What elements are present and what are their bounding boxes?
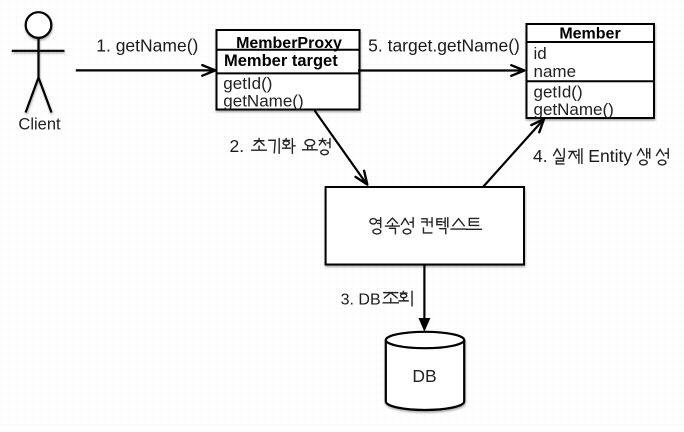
svg-text:3. DB: 3. DB [341, 292, 381, 309]
svg-text:Entity: Entity [588, 146, 632, 166]
svg-text:getId(): getId() [534, 82, 583, 101]
svg-text:5. target.getName(): 5. target.getName() [368, 35, 520, 55]
svg-text:Member: Member [559, 26, 620, 43]
svg-text:1. getName(): 1. getName() [96, 35, 198, 55]
svg-text:getName(): getName() [534, 100, 614, 119]
svg-text:id: id [534, 44, 547, 63]
svg-text:getId(): getId() [223, 74, 272, 93]
svg-text:getName(): getName() [223, 91, 303, 110]
svg-text:2.: 2. [230, 136, 245, 156]
svg-text:name: name [534, 62, 577, 81]
svg-text:4.: 4. [533, 146, 548, 166]
svg-text:DB: DB [412, 366, 436, 386]
svg-text:Member target: Member target [224, 52, 338, 70]
svg-text:MemberProxy: MemberProxy [236, 35, 342, 52]
svg-text:Client: Client [18, 116, 61, 134]
